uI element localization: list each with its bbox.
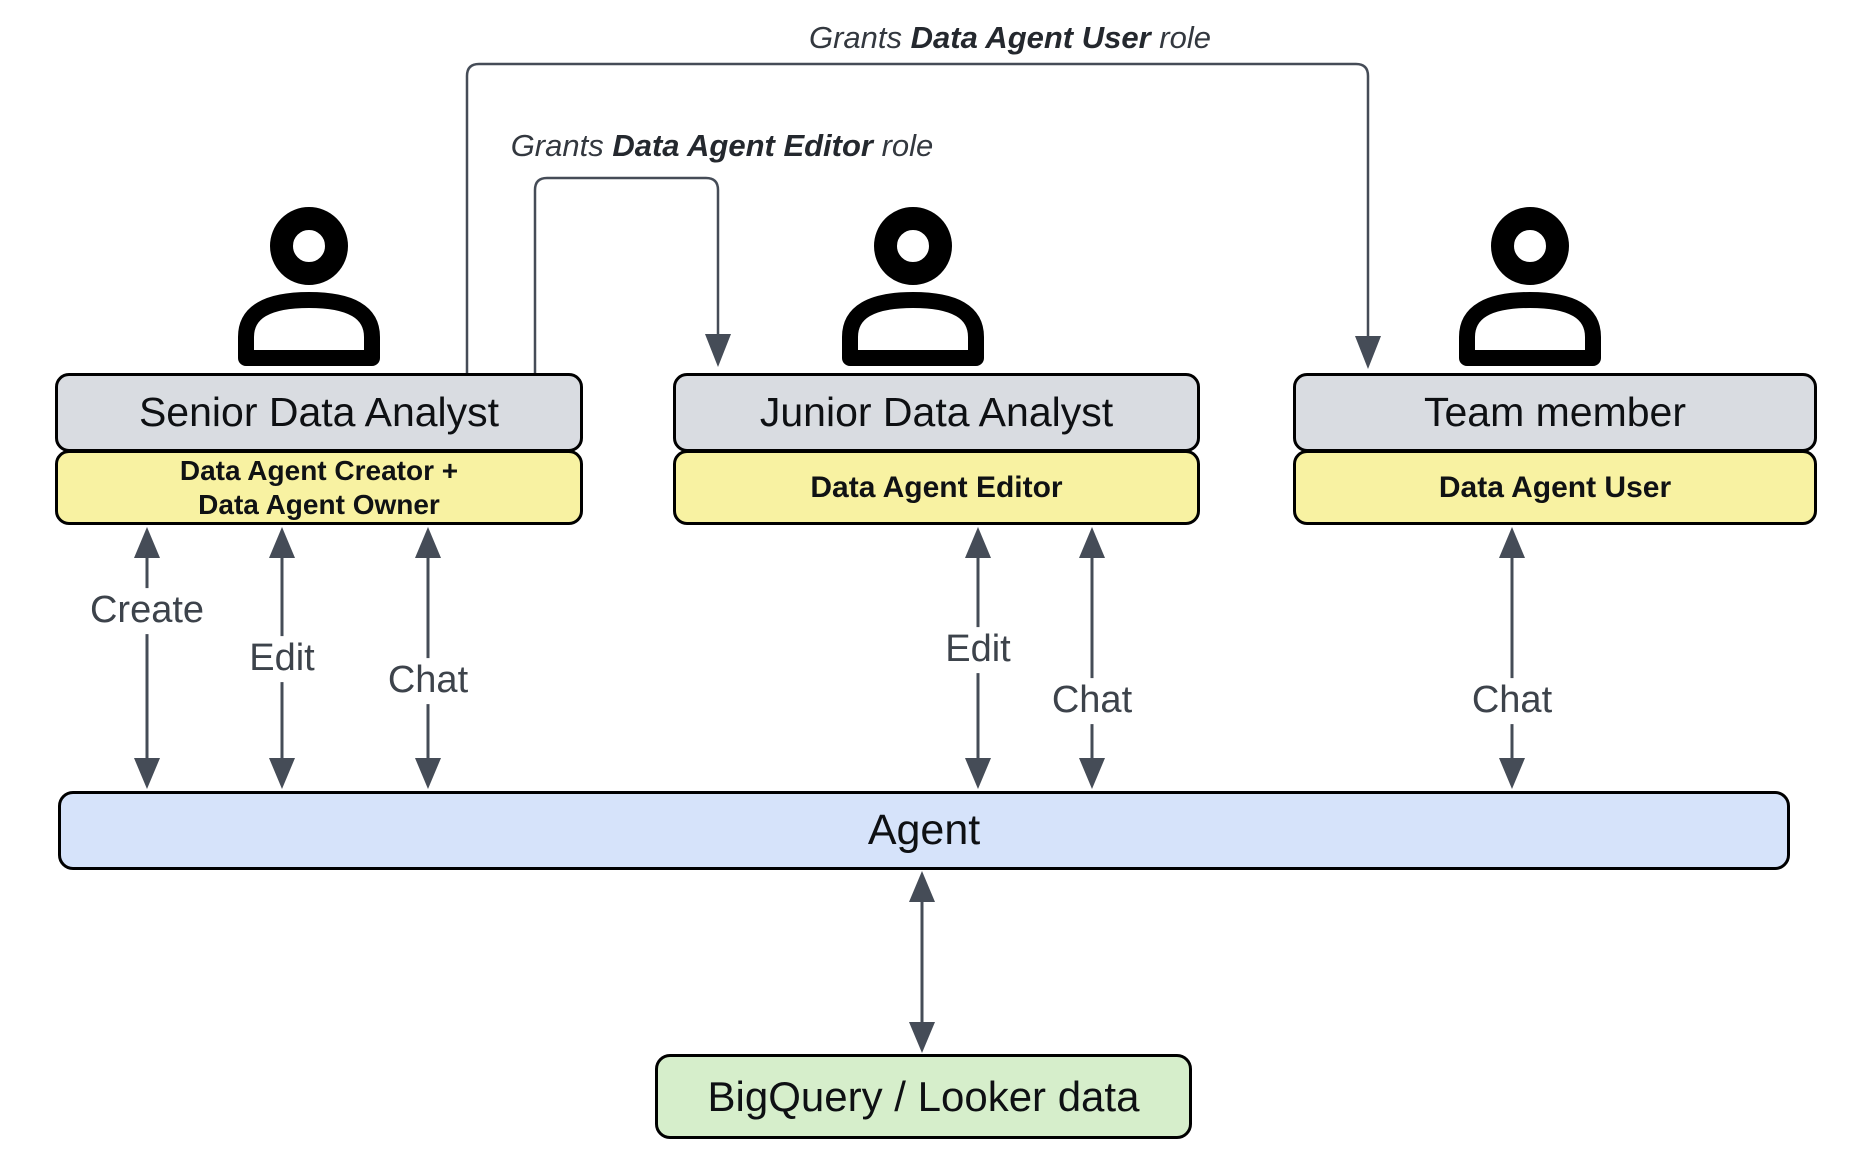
grant-label-editor-prefix: Grants [510,128,613,163]
team-role-line: Data Agent User [1438,470,1672,504]
junior-analyst-title: Junior Data Analyst [759,389,1114,435]
action-label-chat-team: Chat [1461,678,1563,724]
agent-bar: Agent [58,791,1790,870]
arrow-team-chat [1499,527,1525,789]
junior-analyst-title-box: Junior Data Analyst [673,373,1200,452]
person-icon [842,207,984,366]
arrow-senior-chat [415,527,441,789]
grant-label-user-prefix: Grants [809,20,911,55]
grant-label-user: Grants Data Agent User role [803,20,1217,56]
action-label-chat-junior: Chat [1041,678,1143,724]
grant-arrow-user [465,62,1381,373]
arrow-senior-create [134,527,160,789]
senior-role-line-2: Data Agent Owner [198,488,440,520]
action-label-create: Create [79,588,215,634]
senior-analyst-title-box: Senior Data Analyst [55,373,583,452]
senior-analyst-title: Senior Data Analyst [138,389,500,435]
arrow-junior-chat [1079,527,1105,789]
person-icon [1459,207,1601,366]
arrow-agent-datasource [909,871,935,1053]
grant-label-editor: Grants Data Agent Editor role [504,128,940,164]
datasource-label: BigQuery / Looker data [707,1072,1140,1120]
action-label-edit-senior: Edit [239,636,325,682]
senior-role-line-1: Data Agent Creator + [179,454,459,486]
person-icon [238,207,380,366]
senior-analyst-role-box: Data Agent Creator + Data Agent Owner [55,450,583,525]
datasource-box: BigQuery / Looker data [655,1054,1192,1139]
team-member-title: Team member [1423,389,1686,435]
team-member-title-box: Team member [1293,373,1817,452]
grant-label-user-suffix: role [1150,20,1211,55]
grant-label-editor-suffix: role [872,128,934,163]
action-label-chat-senior: Chat [377,658,479,704]
grant-arrow-editor [533,176,731,373]
grant-label-editor-role: Data Agent Editor [612,128,873,163]
action-label-edit-junior: Edit [935,627,1021,673]
junior-role-line: Data Agent Editor [810,470,1063,504]
grant-label-user-role: Data Agent User [910,20,1151,55]
junior-analyst-role-box: Data Agent Editor [673,450,1200,525]
agent-label: Agent [867,806,981,854]
team-member-role-box: Data Agent User [1293,450,1817,525]
